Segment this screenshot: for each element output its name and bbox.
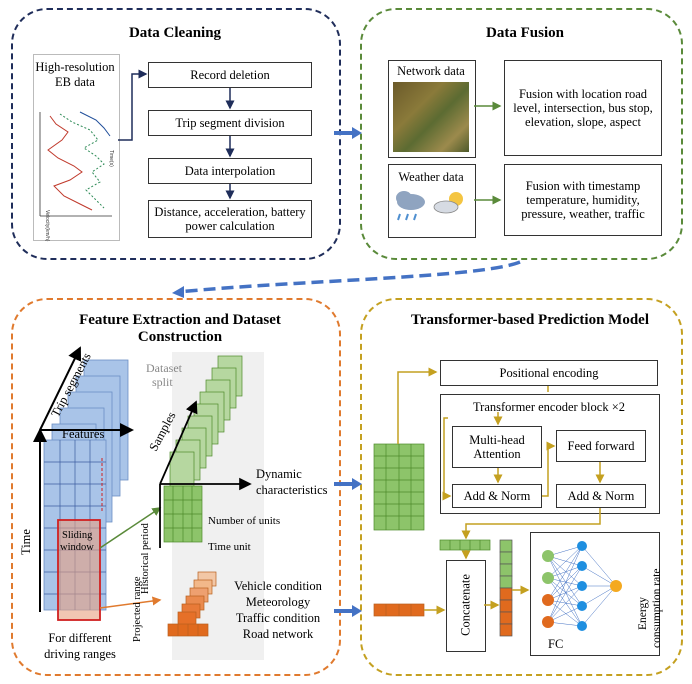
static-label-4: Road network	[243, 627, 314, 641]
step-interpolation: Data interpolation	[148, 158, 312, 184]
dynamic-sample-stack	[163, 355, 243, 543]
dataset-split-label-1: Dataset	[146, 361, 183, 375]
features-label: Features	[62, 427, 104, 441]
data-cleaning-title: Data Cleaning	[128, 25, 222, 41]
velocity-chart-lines	[39, 111, 112, 217]
chart-xlabel: Time(s)	[108, 150, 114, 167]
feed-forward-box: Feed forward	[556, 430, 646, 462]
data-fusion-panel	[360, 8, 683, 260]
rain-cloud-icon	[396, 191, 425, 221]
network-label: Network data	[397, 64, 465, 78]
encoder-output-vector	[439, 539, 491, 551]
network-map-image	[393, 82, 469, 152]
weather-fusion-box: Fusion with timestamp temperature, humid…	[504, 164, 662, 236]
static-label-2: Meteorology	[246, 595, 311, 609]
time-unit-label: Time unit	[208, 541, 251, 553]
multi-head-attention-box: Multi-head Attention	[452, 426, 542, 468]
add-norm-1-box: Add & Norm	[452, 484, 542, 508]
velocity-chart	[33, 54, 120, 241]
network-fusion-box: Fusion with location road level, interse…	[504, 60, 662, 156]
sliding-window-label-2: window	[60, 542, 94, 553]
input-matrix	[373, 443, 425, 531]
transformer-title: Transformer-based Prediction Model	[410, 312, 649, 328]
feature-extraction-title: Feature Extraction and Dataset Construct…	[79, 312, 281, 345]
dynamic-label-1: Dynamic	[256, 467, 302, 481]
trip-segment-stack	[43, 359, 129, 621]
transformer-panel	[360, 298, 683, 676]
static-feature-stack	[167, 571, 217, 637]
fc-label: FC	[548, 637, 563, 651]
feature-extraction-panel	[11, 298, 341, 676]
sun-cloud-icon	[433, 192, 463, 214]
static-input-vector	[373, 603, 425, 617]
samples-label: Samples	[146, 409, 178, 453]
output-label-2: consumption rate	[651, 568, 663, 648]
step-calculation: Distance, acceleration, battery power ca…	[148, 200, 312, 238]
add-norm-2-box: Add & Norm	[556, 484, 646, 508]
weather-label: Weather data	[398, 170, 464, 184]
time-label: Time	[19, 529, 33, 555]
historical-period-label: Historical period	[140, 522, 151, 594]
static-label-1: Vehicle condition	[234, 579, 323, 593]
sliding-window-label-1: Sliding	[62, 530, 93, 541]
data-fusion-title: Data Fusion	[486, 25, 564, 41]
static-label-3: Traffic condition	[236, 611, 321, 625]
for-ranges-label-1: For different	[48, 631, 112, 645]
encoder-block-label: Transformer encoder block ×2	[472, 400, 626, 414]
step-trip-division: Trip segment division	[148, 110, 312, 136]
fc-network-nodes	[542, 541, 622, 631]
concat-vector	[499, 539, 513, 637]
step-record-deletion: Record deletion	[148, 62, 312, 88]
number-units-label: Number of units	[208, 515, 280, 527]
chart-ylabel: Velocity(km/h)	[44, 210, 50, 242]
source-label: High-resolution EB data	[35, 60, 115, 89]
output-label-1: Energy	[637, 597, 649, 630]
for-ranges-label-2: driving ranges	[44, 647, 116, 661]
dynamic-label-2: characteristics	[256, 483, 328, 497]
dataset-split-label-2: split	[152, 375, 173, 389]
positional-encoding-box: Positional encoding	[440, 360, 658, 386]
concatenate-box	[446, 560, 486, 652]
projected-range-label: Projected range	[132, 576, 143, 642]
